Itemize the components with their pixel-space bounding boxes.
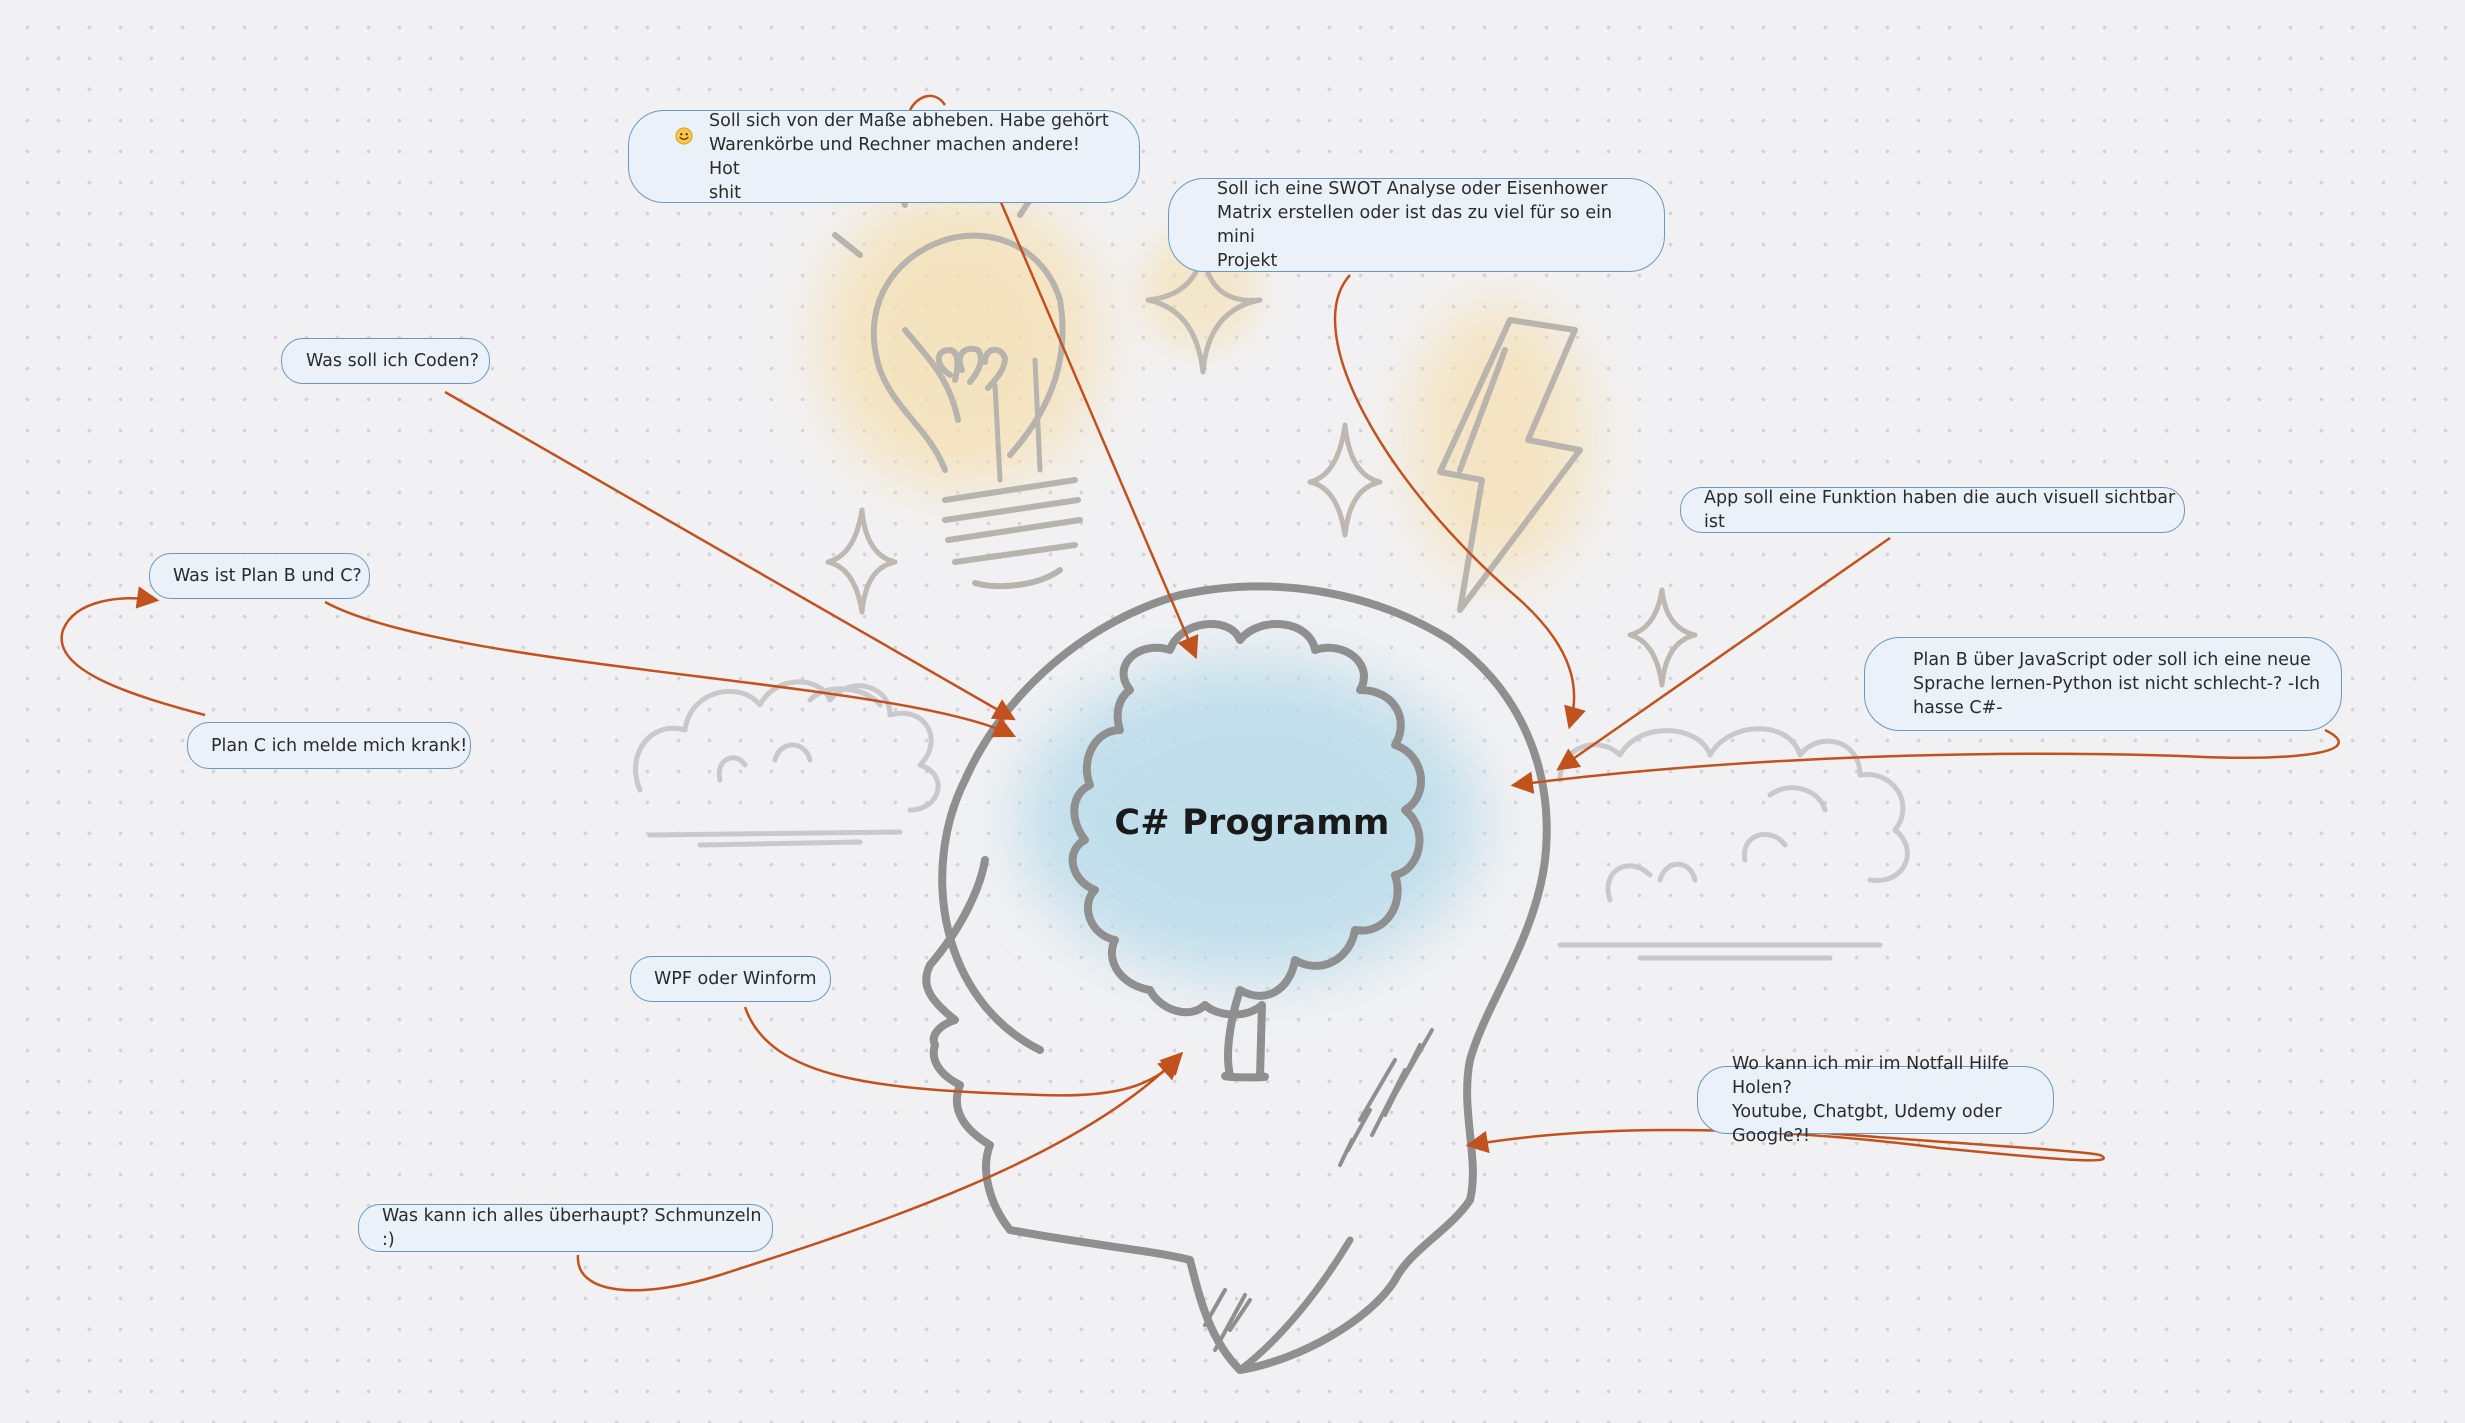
sparkle-icons <box>825 247 1698 688</box>
topic-plan-b-und-c[interactable]: Was ist Plan B und C? <box>149 553 370 599</box>
topic-notfall-hilfe[interactable]: Wo kann ich mir im Notfall Hilfe Holen? … <box>1697 1054 2054 1146</box>
brain-glow <box>1020 660 1480 980</box>
connector-masse-loop <box>908 94 947 111</box>
connector-schmunzeln <box>576 1051 1184 1292</box>
topic-masse-abheben-text: Soll sich von der Maße abheben. Habe geh… <box>709 110 1109 203</box>
central-topic[interactable]: C# Programm <box>1114 803 1390 843</box>
bulb-glow <box>820 190 1100 490</box>
connector-swot <box>1333 274 1586 730</box>
head-hatching <box>1203 1028 1434 1352</box>
topic-was-soll-ich-coden-text: Was soll ich Coden? <box>306 351 480 371</box>
topic-plan-b-javascript-text: Plan B über JavaScript oder soll ich ein… <box>1913 650 2321 718</box>
topic-visuell-sichtbar-text: App soll eine Funktion haben die auch vi… <box>1704 488 2176 532</box>
connector-masse <box>998 199 1199 660</box>
topic-wpf-oder-winform-text: WPF oder Winform <box>654 969 817 989</box>
topic-plan-c-krank-text: Plan C ich melde mich krank! <box>211 735 468 756</box>
connector-notfall <box>1465 1128 2106 1162</box>
smiling-face-emoji-icon <box>675 127 693 145</box>
topic-plan-b-und-c-text: Was ist Plan B und C? <box>173 566 362 586</box>
cloud-right-icon <box>1557 726 1910 961</box>
connector-planb-js <box>1510 728 2340 794</box>
topic-notfall-hilfe-text: Wo kann ich mir im Notfall Hilfe Holen? … <box>1732 1054 2009 1146</box>
head-neck-outline <box>1236 1236 1354 1374</box>
cloud-left-icon <box>633 679 941 848</box>
topic-swot-analyse[interactable]: Soll ich eine SWOT Analyse oder Eisenhow… <box>1168 178 1665 272</box>
topic-masse-abheben[interactable]: Soll sich von der Maße abheben. Habe geh… <box>628 110 1140 203</box>
topic-wpf-oder-winform[interactable]: WPF oder Winform <box>630 956 831 1002</box>
connector-visuell <box>1556 536 1891 771</box>
topic-was-soll-ich-coden[interactable]: Was soll ich Coden? <box>281 338 490 384</box>
connector-planc <box>60 586 206 717</box>
lightning-bolt-icon <box>1437 317 1583 613</box>
brain-outline-icon <box>1068 620 1425 1082</box>
topic-schmunzeln-text: Was kann ich alles überhaupt? Schmunzeln… <box>382 1206 762 1250</box>
topic-plan-b-javascript[interactable]: Plan B über JavaScript oder soll ich ein… <box>1864 637 2342 731</box>
topic-swot-analyse-text: Soll ich eine SWOT Analyse oder Eisenhow… <box>1217 179 1613 271</box>
connector-wpf <box>743 1006 1182 1097</box>
connector-layer <box>60 94 2340 1292</box>
topic-visuell-sichtbar[interactable]: App soll eine Funktion haben die auch vi… <box>1680 487 2185 533</box>
light-bulb-icon <box>832 169 1083 590</box>
topic-plan-c-krank[interactable]: Plan C ich melde mich krank! <box>187 722 471 769</box>
glow-layer <box>820 190 1590 980</box>
connector-coden <box>444 390 1016 721</box>
head-outline-icon <box>922 582 1551 1374</box>
topic-schmunzeln[interactable]: Was kann ich alles überhaupt? Schmunzeln… <box>358 1204 773 1252</box>
bolt-glow <box>1410 300 1590 580</box>
connector-planbc <box>324 600 1017 738</box>
